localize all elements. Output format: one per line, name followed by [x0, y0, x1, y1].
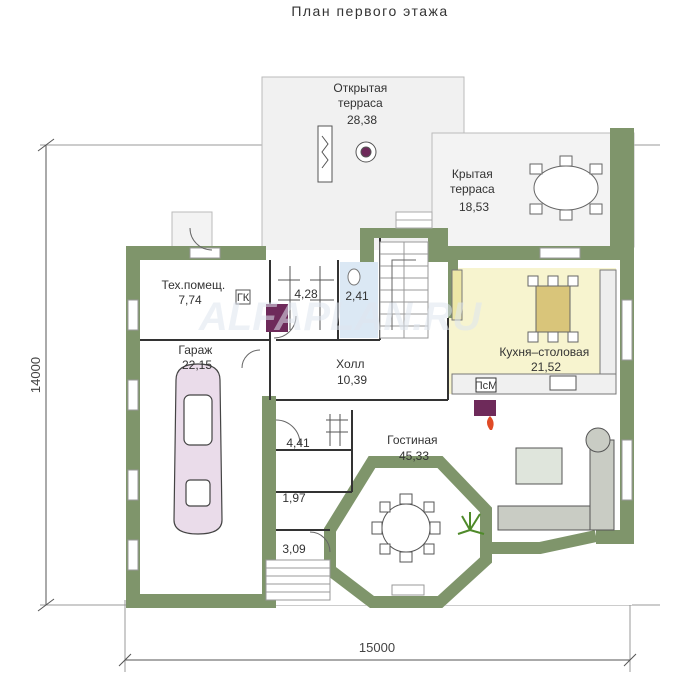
windows	[127, 247, 633, 596]
staircase	[379, 241, 429, 339]
toilet-icon	[347, 268, 361, 286]
closet-1-label: 4,41	[286, 436, 310, 450]
flame-icon	[487, 416, 494, 430]
lounge-chairs	[317, 125, 377, 183]
octagon-bay-wall	[324, 456, 492, 608]
open-terrace-label: Открытая терраса 28,38	[333, 81, 390, 127]
right-bay-wall	[486, 530, 598, 554]
boiler-icon	[235, 289, 251, 305]
living-label: Гостиная 45,33	[387, 433, 441, 463]
sink-icon	[549, 375, 577, 391]
kitchen-dining-set	[527, 275, 579, 343]
dimension-width: 15000	[359, 640, 395, 655]
terrace-steps	[395, 211, 433, 229]
closet-shelves	[326, 414, 348, 446]
stove-label: ПсМ	[475, 380, 498, 392]
dimension-height: 14000	[28, 357, 43, 393]
storage-label: 4,28	[294, 287, 318, 301]
plan-title: План первого этажа	[291, 3, 448, 19]
kitchen-area	[448, 268, 616, 394]
covered-terrace-label: Крытая терраса 18,53	[450, 167, 498, 214]
kitchen-label: Кухня–столовая 21,52	[499, 345, 592, 374]
room-labels: Открытая терраса 28,38 Крытая терраса 18…	[161, 81, 592, 556]
terrace-dining-set	[529, 155, 603, 221]
accent-cabinet	[266, 304, 288, 332]
living-dining-set	[371, 493, 441, 563]
entry-steps	[265, 559, 331, 601]
vestibule-label: 3,09	[282, 542, 306, 556]
coffee-table	[515, 447, 563, 485]
fireplace-icon	[474, 400, 496, 416]
plant-icon	[457, 512, 485, 535]
door-swings	[189, 227, 331, 553]
tech-room-label: Тех.помещ. 7,74	[161, 278, 228, 307]
boiler-label: ГК	[237, 292, 250, 304]
car-icon	[173, 363, 223, 535]
stove-icon	[475, 377, 497, 393]
garage-label: Гараж 22,15	[178, 343, 215, 372]
watermark: ALFAPLAN.RU	[198, 295, 482, 339]
sofa-set	[497, 427, 615, 531]
hall-label: Холл 10,39	[336, 357, 368, 387]
entry-porch	[171, 211, 213, 251]
bathroom-label: 2,41	[345, 289, 369, 303]
closet-2-label: 1,97	[282, 491, 306, 505]
storage-shelves	[278, 266, 334, 330]
